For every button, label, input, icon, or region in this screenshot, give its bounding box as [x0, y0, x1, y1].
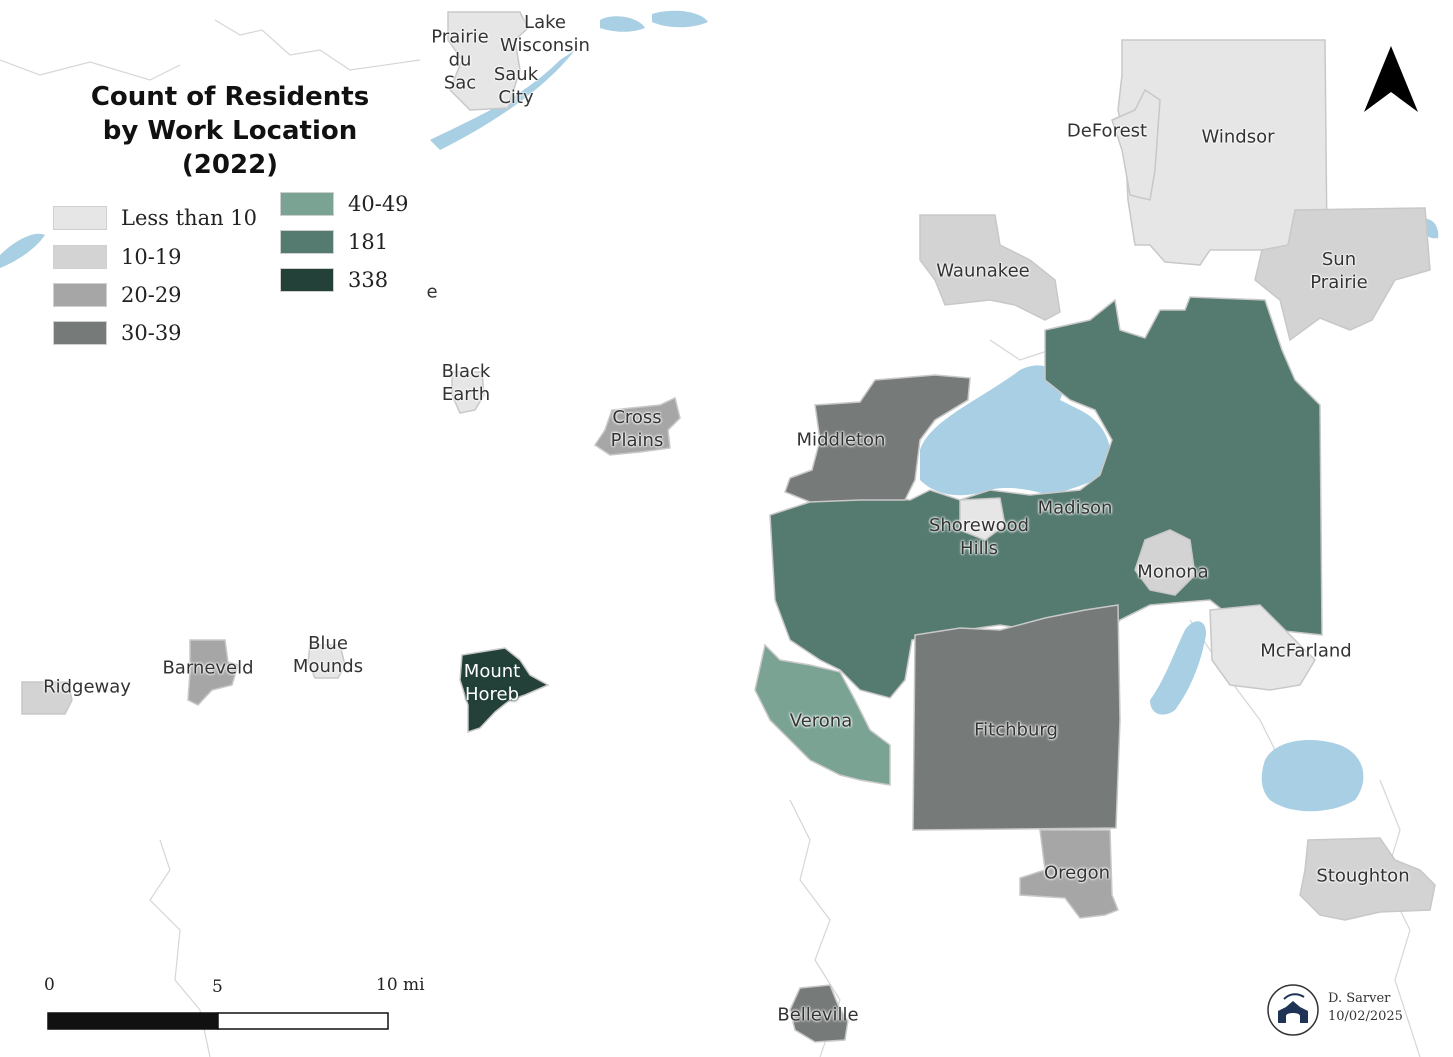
place-label: Sun Prairie [1310, 249, 1368, 293]
place-label: DeForest [1066, 120, 1148, 142]
legend-swatch [53, 321, 107, 345]
shorewood-hills-area [959, 497, 1006, 541]
place-label: McFarland [1260, 640, 1352, 662]
lake-kegonsa [1261, 740, 1364, 812]
place-label: Stoughton [1316, 865, 1410, 887]
legend-label: Less than 10 [121, 206, 258, 230]
mount-horeb-area [459, 647, 550, 734]
scale-bar-black-segment [47, 1012, 219, 1030]
cross-plains-area [593, 396, 681, 456]
lake-mendota [920, 365, 1111, 496]
legend-label: 20-29 [121, 283, 182, 307]
black-earth-area [451, 371, 485, 414]
north-arrow-icon [1364, 46, 1418, 112]
monona-area [1134, 529, 1196, 596]
scale-bar-white-segment [217, 1012, 389, 1030]
deforest-area [1111, 88, 1161, 201]
belleville-area [789, 984, 849, 1043]
place-label: Monona [1137, 561, 1209, 583]
place-label: Lake Wisconsin [500, 12, 590, 56]
legend-title: Count of Residents by Work Location (202… [60, 80, 400, 182]
legend-swatch [53, 206, 107, 230]
place-label: Barneveld [162, 657, 254, 679]
place-label: Windsor [1201, 126, 1275, 148]
scale-label-0: 0 [44, 975, 55, 995]
scale-label-10: 10 mi [376, 975, 425, 995]
place-label: Fitchburg [974, 719, 1058, 741]
legend-label: 40-49 [348, 192, 409, 216]
legend-item: 338 [280, 268, 388, 292]
place-label: Sauk City [493, 64, 539, 108]
place-label: Mount Horeb [463, 661, 521, 705]
legend-swatch [280, 230, 334, 254]
legend-label: 181 [348, 230, 389, 254]
legend-item: 40-49 [280, 192, 409, 216]
legend-label: 338 [348, 268, 389, 292]
legend-title-line-3: (2022) [181, 150, 279, 180]
place-label: Cross Plains [610, 407, 664, 451]
legend-item: 181 [280, 230, 388, 254]
scale-label-5: 5 [212, 977, 223, 997]
legend-swatch [53, 283, 107, 307]
credit-author: D. Sarver [1328, 991, 1391, 1006]
place-label: Prairie du Sac [431, 26, 489, 94]
legend-item: Less than 10 [53, 206, 257, 230]
place-label: Oregon [1043, 862, 1111, 884]
place-label: Belleville [777, 1004, 859, 1026]
legend-item: 20-29 [53, 283, 182, 307]
oregon-area [1019, 829, 1119, 919]
place-label: Ridgeway [43, 676, 131, 698]
mcfarland-area [1209, 604, 1316, 691]
place-label: Verona [789, 710, 853, 732]
legend-item: 30-39 [53, 321, 182, 345]
scale-bar [47, 1012, 389, 1030]
author-logo-icon [1267, 984, 1319, 1036]
verona-area [754, 643, 891, 786]
sun-prairie-area [1254, 207, 1431, 342]
stoughton-area [1299, 837, 1436, 921]
lake-wisconsin [600, 16, 645, 32]
lake-west [0, 233, 45, 268]
place-label: Black Earth [441, 361, 491, 405]
place-label: Middleton [796, 429, 886, 451]
municipality-polygons [21, 11, 1436, 1043]
legend-swatch [53, 245, 107, 269]
legend-label: 10-19 [121, 245, 182, 269]
legend-label: 30-39 [121, 321, 182, 345]
legend-swatch [280, 268, 334, 292]
blue-mounds-area [307, 644, 346, 679]
middleton-area [784, 374, 971, 503]
lake-wisconsin-east [652, 10, 708, 28]
place-label: Shorewood Hills [928, 515, 1030, 559]
waunakee-area [919, 214, 1061, 321]
fragment-label: e [426, 281, 438, 303]
wisconsin-river [430, 50, 575, 150]
ridgeway-area [21, 681, 73, 715]
credit-date: 10/02/2025 [1328, 1009, 1403, 1024]
credit-block: D. Sarver 10/02/2025 [1328, 990, 1403, 1026]
place-label: Waunakee [936, 260, 1030, 282]
legend-title-line-1: Count of Residents [90, 82, 370, 112]
place-label: Blue Mounds [292, 633, 364, 677]
barneveld-area [187, 639, 239, 706]
place-label: Madison [1037, 497, 1113, 519]
prairie-du-sac-area [447, 11, 529, 111]
legend-swatch [280, 192, 334, 216]
lake-waubesa [1150, 621, 1206, 715]
legend-title-line-2: by Work Location [102, 116, 358, 146]
legend-item: 10-19 [53, 245, 182, 269]
fitchburg-area [912, 604, 1121, 831]
